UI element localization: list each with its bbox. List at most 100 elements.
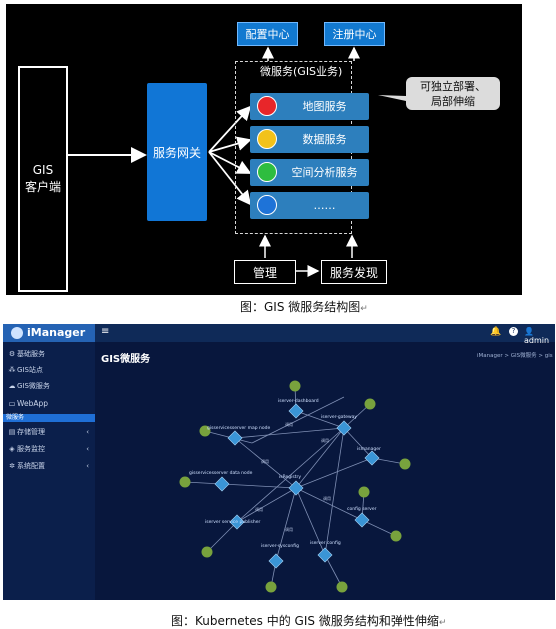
caption-text: 图：GIS 微服务结构图 [240,300,361,314]
client-label-line1: GIS [32,163,54,177]
microservice-group-title: 微服务(GIS业务) [260,65,343,78]
management-box: 管理 [234,260,296,284]
node-ismanager [364,450,380,466]
microservice-topology-graph: 调用 调用 调用 调用 调用 调用 [179,380,411,593]
sites-icon: ⁂ [8,366,16,374]
sidebar-label: 服务监控 [17,445,45,453]
gateway-map-arrow [208,105,252,153]
green-dot-icon [257,162,277,182]
node-config-server [354,512,370,528]
caption-text: 图：Kubernetes 中的 GIS 微服务结构和弹性伸缩 [171,614,439,628]
architecture-connectors [68,46,406,277]
pod-circle [179,476,191,488]
help-icon[interactable]: ? [509,327,518,336]
node-label: isRegistry [279,474,301,480]
client-label-line2: 客户端 [24,180,61,194]
page-title: GIS微服务 [101,354,151,365]
pod-circle [364,398,376,410]
breadcrumb[interactable]: iManager > GIS微服务 > gis [477,353,553,359]
service-spatial-analysis: 空间分析服务 [250,159,369,186]
node-registry [288,480,304,496]
gateway-more-arrow [208,151,252,206]
sidebar-item-monitor[interactable]: ◈服务监控‹ [3,441,95,457]
sidebar-item-gis-sites[interactable]: ⁂GIS站点 [3,362,95,378]
pod-circle [358,486,370,498]
edge-label: 调用 [321,437,329,443]
node-dashboard [288,403,304,419]
sidebar-label: GIS站点 [17,366,43,374]
pod-circle [399,458,411,470]
pod-circles [179,380,411,593]
node-label: iserver-gateway [321,414,357,420]
service-map: 地图服务 [250,93,369,120]
edge-label: 调用 [261,458,269,464]
service-gateway-box: 服务网关 [147,83,207,221]
scaling-callout: 可独立部署、 局部伸缩 [406,77,500,110]
chevron-left-icon: ‹ [86,428,89,436]
sidebar-item-gis-microservices[interactable]: ☁GIS微服务 [3,378,95,394]
edge-label: 调用 [285,421,293,427]
sidebar-item-webapp[interactable]: ▭WebApp [3,396,95,412]
top-bar [3,324,555,342]
brand-name[interactable]: iManager [27,326,86,339]
sidebar-item-active[interactable]: 微服务 [3,414,95,422]
sidebar-label: GIS微服务 [17,382,50,390]
yellow-dot-icon [257,129,277,149]
brand-bar [3,324,95,342]
chevron-left-icon: ‹ [86,445,89,453]
red-dot-icon [257,96,277,116]
figure2-caption: 图：Kubernetes 中的 GIS 微服务结构和弹性伸缩↵ [171,614,447,628]
storage-icon: ▤ [8,428,16,436]
chevron-left-icon: ‹ [86,462,89,470]
hamburger-menu-icon[interactable]: ≡ [101,326,110,337]
node-iserver-config [317,547,333,563]
pod-circle [265,581,277,593]
service-label: 空间分析服务 [291,166,358,179]
imanager-screenshot: iManager ≡ 🔔 ? 👤 admin ⚙基础服务 ⁂GIS站点 ☁GIS… [3,324,555,600]
node-label: ismanager [357,446,381,452]
graph-edges [184,385,406,588]
node-map [227,430,243,446]
service-label: …… [313,199,336,212]
user-menu[interactable]: 👤 admin [524,327,550,345]
pod-circle [201,546,213,558]
pod-circle [199,425,211,437]
edge-label: 调用 [255,506,263,512]
sidebar-label: 存储管理 [17,428,45,436]
node-label: iserver config [310,540,341,546]
registry-center-box: 注册中心 [324,22,385,46]
sidebar-label: 微服务 [6,414,25,421]
gateway-spatial-arrow [208,151,252,174]
settings-icon: ✲ [9,462,15,470]
edge-label: 调用 [285,526,293,532]
node-label: iserver-dashboard [278,398,319,404]
edge-label: 调用 [323,495,331,501]
node-label: gisservicesserver map node [207,425,270,431]
pod-circle [390,530,402,542]
blue-dot-icon [257,195,277,215]
node-sysconfig [268,553,284,569]
bell-icon[interactable]: 🔔 [490,327,502,337]
sidebar-item-basic-services[interactable]: ⚙基础服务 [3,346,95,362]
sidebar-item-settings[interactable]: ✲系统配置 ‹ [3,458,95,474]
pod-circle [336,581,348,593]
edge-labels: 调用 调用 调用 调用 调用 调用 [255,421,331,532]
callout-line2: 局部伸缩 [431,95,475,108]
node-publisher [229,514,245,530]
service-label: 地图服务 [302,100,347,113]
sidebar-label: 系统配置 [17,462,45,470]
gis-client-box: GIS 客户端 [18,66,68,292]
gateway-data-arrow [208,136,252,153]
node-gateway [336,420,352,436]
imanager-logo-icon [11,327,23,339]
config-center-box: 配置中心 [237,22,298,46]
sidebar-label: WebApp [17,399,49,408]
sidebar-item-storage[interactable]: ▤存储管理 ‹ [3,424,95,440]
sidebar: ⚙基础服务 ⁂GIS站点 ☁GIS微服务 ▭WebApp 微服务 ▤存储管理‹ … [3,342,95,600]
service-label: 数据服务 [302,133,347,146]
figure1-caption: 图：GIS 微服务结构图↵ [240,300,368,314]
callout-line1: 可独立部署、 [420,80,486,93]
service-discovery-box: 服务发现 [321,260,387,284]
node-data [214,476,230,492]
node-label: gisservicesserver data node [189,470,253,476]
